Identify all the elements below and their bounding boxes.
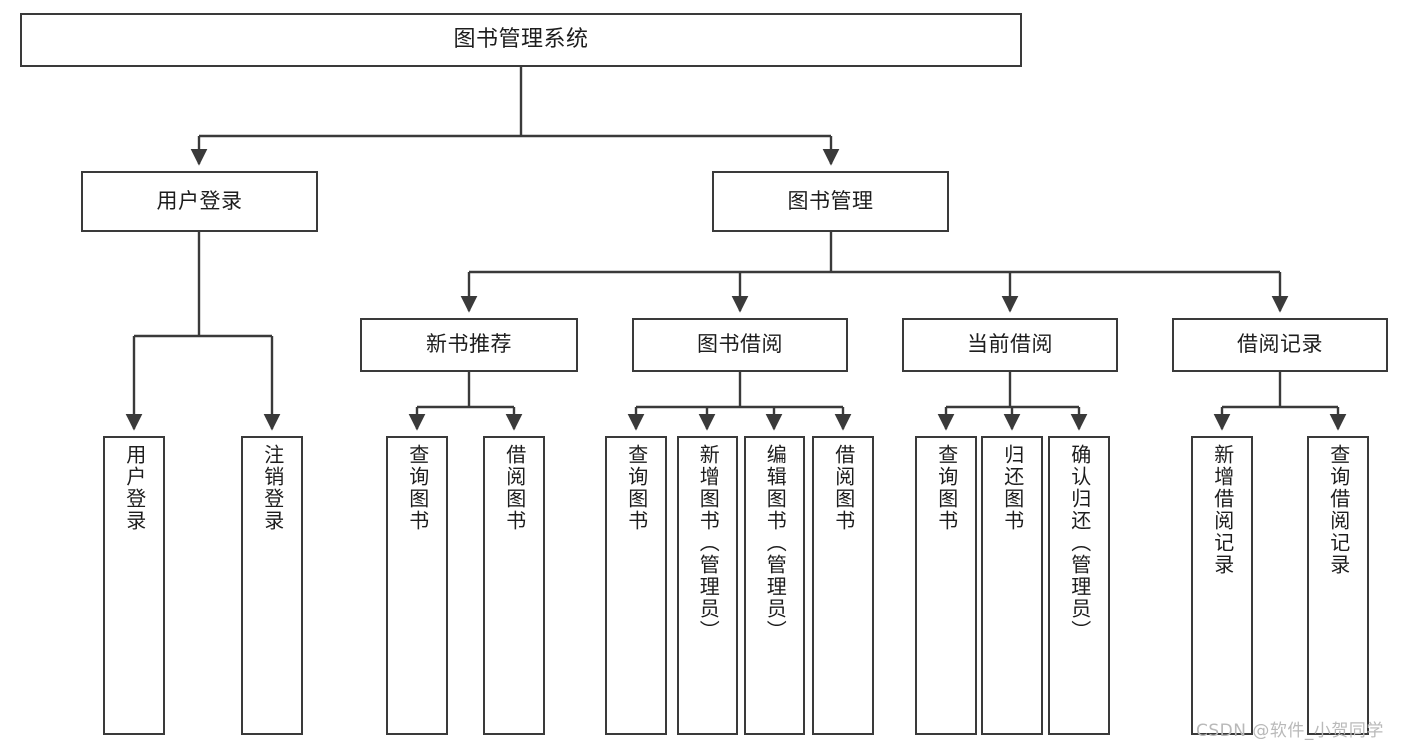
node-root-system[interactable]: 图书管理系统 bbox=[20, 13, 1022, 67]
leaf-new-book-query[interactable]: 查询图书 bbox=[386, 436, 448, 735]
node-label: 用户登录 bbox=[122, 444, 147, 532]
node-label: 当前借阅 bbox=[967, 332, 1053, 357]
leaf-book-borrow-borrow[interactable]: 借阅图书 bbox=[812, 436, 874, 735]
node-label: 图书管理 bbox=[787, 188, 874, 213]
leaf-book-borrow-query[interactable]: 查询图书 bbox=[605, 436, 667, 735]
node-label: 用户登录 bbox=[156, 188, 243, 213]
watermark-text: CSDN @软件_小贺同学 bbox=[1196, 721, 1384, 741]
node-label: 确认归还（管理员） bbox=[1067, 444, 1092, 642]
node-label: 编辑图书（管理员） bbox=[763, 444, 788, 642]
leaf-borrow-record-query[interactable]: 查询借阅记录 bbox=[1307, 436, 1369, 735]
node-label: 查询借阅记录 bbox=[1326, 444, 1351, 576]
node-label: 注销登录 bbox=[260, 444, 285, 532]
leaf-borrow-record-add[interactable]: 新增借阅记录 bbox=[1191, 436, 1253, 735]
node-label: 查询图书 bbox=[624, 444, 649, 532]
node-borrow-record[interactable]: 借阅记录 bbox=[1172, 318, 1388, 372]
node-label: 借阅图书 bbox=[502, 444, 527, 532]
leaf-book-borrow-edit-admin[interactable]: 编辑图书（管理员） bbox=[744, 436, 805, 735]
node-book-borrow[interactable]: 图书借阅 bbox=[632, 318, 848, 372]
node-label: 查询图书 bbox=[405, 444, 430, 532]
node-label: 借阅图书 bbox=[831, 444, 856, 532]
leaf-current-borrow-query[interactable]: 查询图书 bbox=[915, 436, 977, 735]
leaf-current-borrow-return[interactable]: 归还图书 bbox=[981, 436, 1043, 735]
leaf-book-borrow-add-admin[interactable]: 新增图书（管理员） bbox=[677, 436, 738, 735]
node-label: 图书借阅 bbox=[697, 332, 783, 357]
node-new-book-recommend[interactable]: 新书推荐 bbox=[360, 318, 578, 372]
node-label: 借阅记录 bbox=[1237, 332, 1323, 357]
node-book-management[interactable]: 图书管理 bbox=[712, 171, 949, 232]
node-user-login[interactable]: 用户登录 bbox=[81, 171, 318, 232]
leaf-current-borrow-confirm-admin[interactable]: 确认归还（管理员） bbox=[1048, 436, 1110, 735]
node-label: 归还图书 bbox=[1000, 444, 1025, 532]
node-current-borrow[interactable]: 当前借阅 bbox=[902, 318, 1118, 372]
leaf-user-login-signout[interactable]: 注销登录 bbox=[241, 436, 303, 735]
node-label: 图书管理系统 bbox=[453, 26, 589, 52]
node-label: 新增图书（管理员） bbox=[696, 444, 721, 642]
leaf-user-login-signin[interactable]: 用户登录 bbox=[103, 436, 165, 735]
leaf-new-book-borrow[interactable]: 借阅图书 bbox=[483, 436, 545, 735]
node-label: 查询图书 bbox=[934, 444, 959, 532]
node-label: 新增借阅记录 bbox=[1210, 444, 1235, 576]
node-label: 新书推荐 bbox=[426, 332, 512, 357]
